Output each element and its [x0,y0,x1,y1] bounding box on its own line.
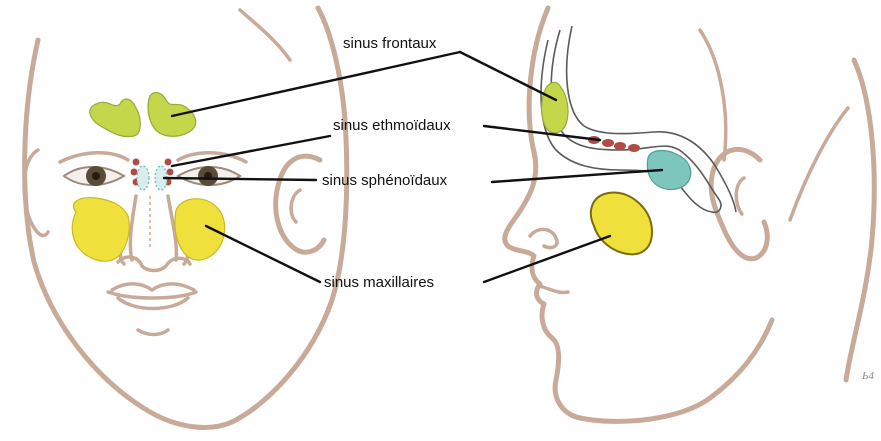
leader-sphenoid-profile [492,170,662,182]
leader-frontal-front [172,52,460,116]
profile-nasal-cavity [541,26,736,212]
front-sphenoid-sinus [137,166,167,190]
label-sinus-maxillaires: sinus maxillaires [324,274,434,292]
profile-maxillary-sinus [591,193,652,255]
leader-ethmoid-front [172,136,330,166]
label-sinus-ethmoidaux: sinus ethmoïdaux [333,117,451,135]
profile-frontal-sinus [542,82,569,133]
front-maxillary-sinus [72,198,224,262]
label-sinus-sphenoidaux: sinus sphénoïdaux [322,172,447,190]
leader-ethmoid-profile [484,126,600,140]
profile-face [505,8,875,421]
artist-signature: Ь4 [862,370,874,382]
label-sinus-frontaux: sinus frontaux [343,35,436,53]
leader-maxillary-profile [484,236,610,282]
